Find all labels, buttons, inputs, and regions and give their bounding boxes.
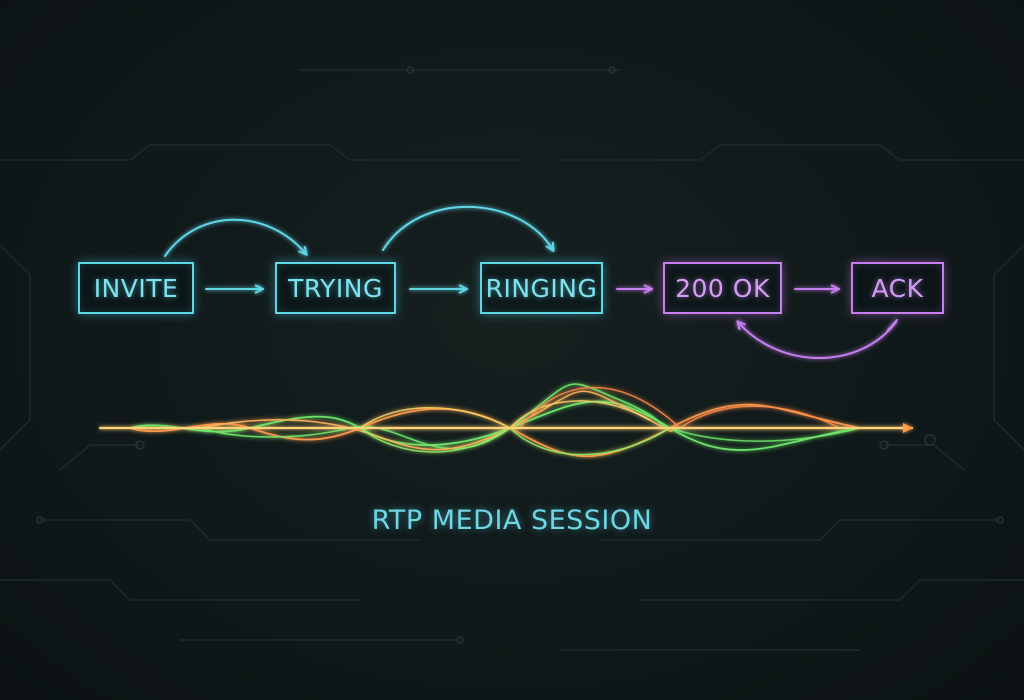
rtp-media-session-label: RTP MEDIA SESSION — [371, 505, 653, 536]
state-ringing: RINGING — [480, 262, 603, 314]
state-ack-label: ACK — [871, 273, 924, 303]
state-200-ok: 200 OK — [663, 262, 782, 314]
arc-return-head — [887, 319, 898, 331]
state-200-ok-label: 200 OK — [675, 273, 770, 303]
state-trying-label: TRYING — [288, 273, 383, 303]
state-invite-label: INVITE — [93, 273, 179, 303]
state-trying: TRYING — [275, 262, 396, 314]
arc-ack-200ok — [738, 322, 897, 359]
arc-invite-trying — [164, 218, 306, 257]
state-ack: ACK — [851, 262, 944, 314]
rtp-waveform — [98, 383, 914, 458]
state-invite: INVITE — [78, 262, 194, 314]
state-ringing-label: RINGING — [485, 273, 598, 303]
arc-trying-ringing — [382, 205, 553, 250]
